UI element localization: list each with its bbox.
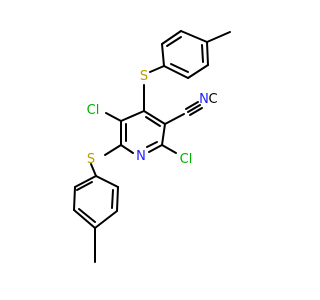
bottom-ring-bond-5: [116, 186, 119, 212]
top-ring-bond-4: [206, 41, 209, 66]
top-ring-bond-6: [163, 65, 189, 79]
top-ring-bond-6-inner: [170, 63, 189, 73]
bond-c1-cl: [105, 112, 122, 122]
atom-s-bottom: S: [87, 152, 95, 167]
bottom-ring-bond-1: [74, 175, 97, 188]
bottom-ring-bond-3-inner: [78, 208, 96, 223]
top-ring-bond-5: [187, 64, 209, 79]
bond-n-c6: [120, 144, 134, 154]
bond-s-top-ring: [149, 65, 165, 73]
top-ring-bond-4-inner: [201, 44, 204, 63]
atom-n-nitrile: N: [199, 92, 209, 107]
bond-c4-cn: [164, 113, 185, 125]
top-methyl-bond: [206, 31, 231, 43]
bottom-ring-bond-5-inner: [111, 189, 114, 209]
top-ring-bond-3: [180, 30, 208, 43]
bottom-ring-bond-1-inner: [76, 181, 93, 191]
bond-c1-c3: [120, 110, 145, 122]
top-ring-bond-2: [161, 30, 182, 45]
atom-n-ring: N: [136, 149, 146, 164]
bond-c5-cl: [161, 144, 177, 154]
pyridine-ring: [120, 110, 166, 154]
atom-cl-left: Cl: [87, 103, 100, 118]
bond-c5-n: [148, 144, 163, 153]
bottom-tolyl-group: [73, 163, 119, 263]
bottom-ring-bond-3: [73, 209, 96, 229]
nitrile-bond-2: [185, 101, 199, 110]
structure-canvas: Cl S C N N Cl S: [73, 30, 231, 263]
nitrile-bond-1: [187, 104, 201, 113]
top-tolyl-group: [149, 30, 231, 79]
molecule-diagram: Cl S C N N Cl S: [73, 30, 231, 263]
atom-cl-right: Cl: [180, 152, 193, 167]
bond-c3-c4: [143, 110, 166, 125]
bottom-ring-bond-6: [95, 175, 119, 188]
bond-s-bottom-ring: [90, 163, 97, 177]
top-ring-bond-2-inner: [166, 36, 182, 47]
bond-c6-s: [104, 144, 122, 156]
atom-s-top: S: [140, 69, 148, 84]
bond-c3-c4-inner: [145, 116, 161, 127]
atom-labels: Cl S C N N Cl S: [87, 69, 218, 167]
nitrile-bond-3: [189, 107, 203, 116]
substituent-bonds: [104, 84, 203, 156]
atom-c-nitrile: C: [208, 92, 217, 107]
bond-c4-c5: [161, 123, 166, 146]
bottom-ring-bond-4: [94, 210, 118, 229]
top-ring-bond-1: [161, 43, 165, 67]
bottom-ring-bond-2: [73, 186, 76, 211]
bond-c5-n-inner: [146, 141, 158, 148]
